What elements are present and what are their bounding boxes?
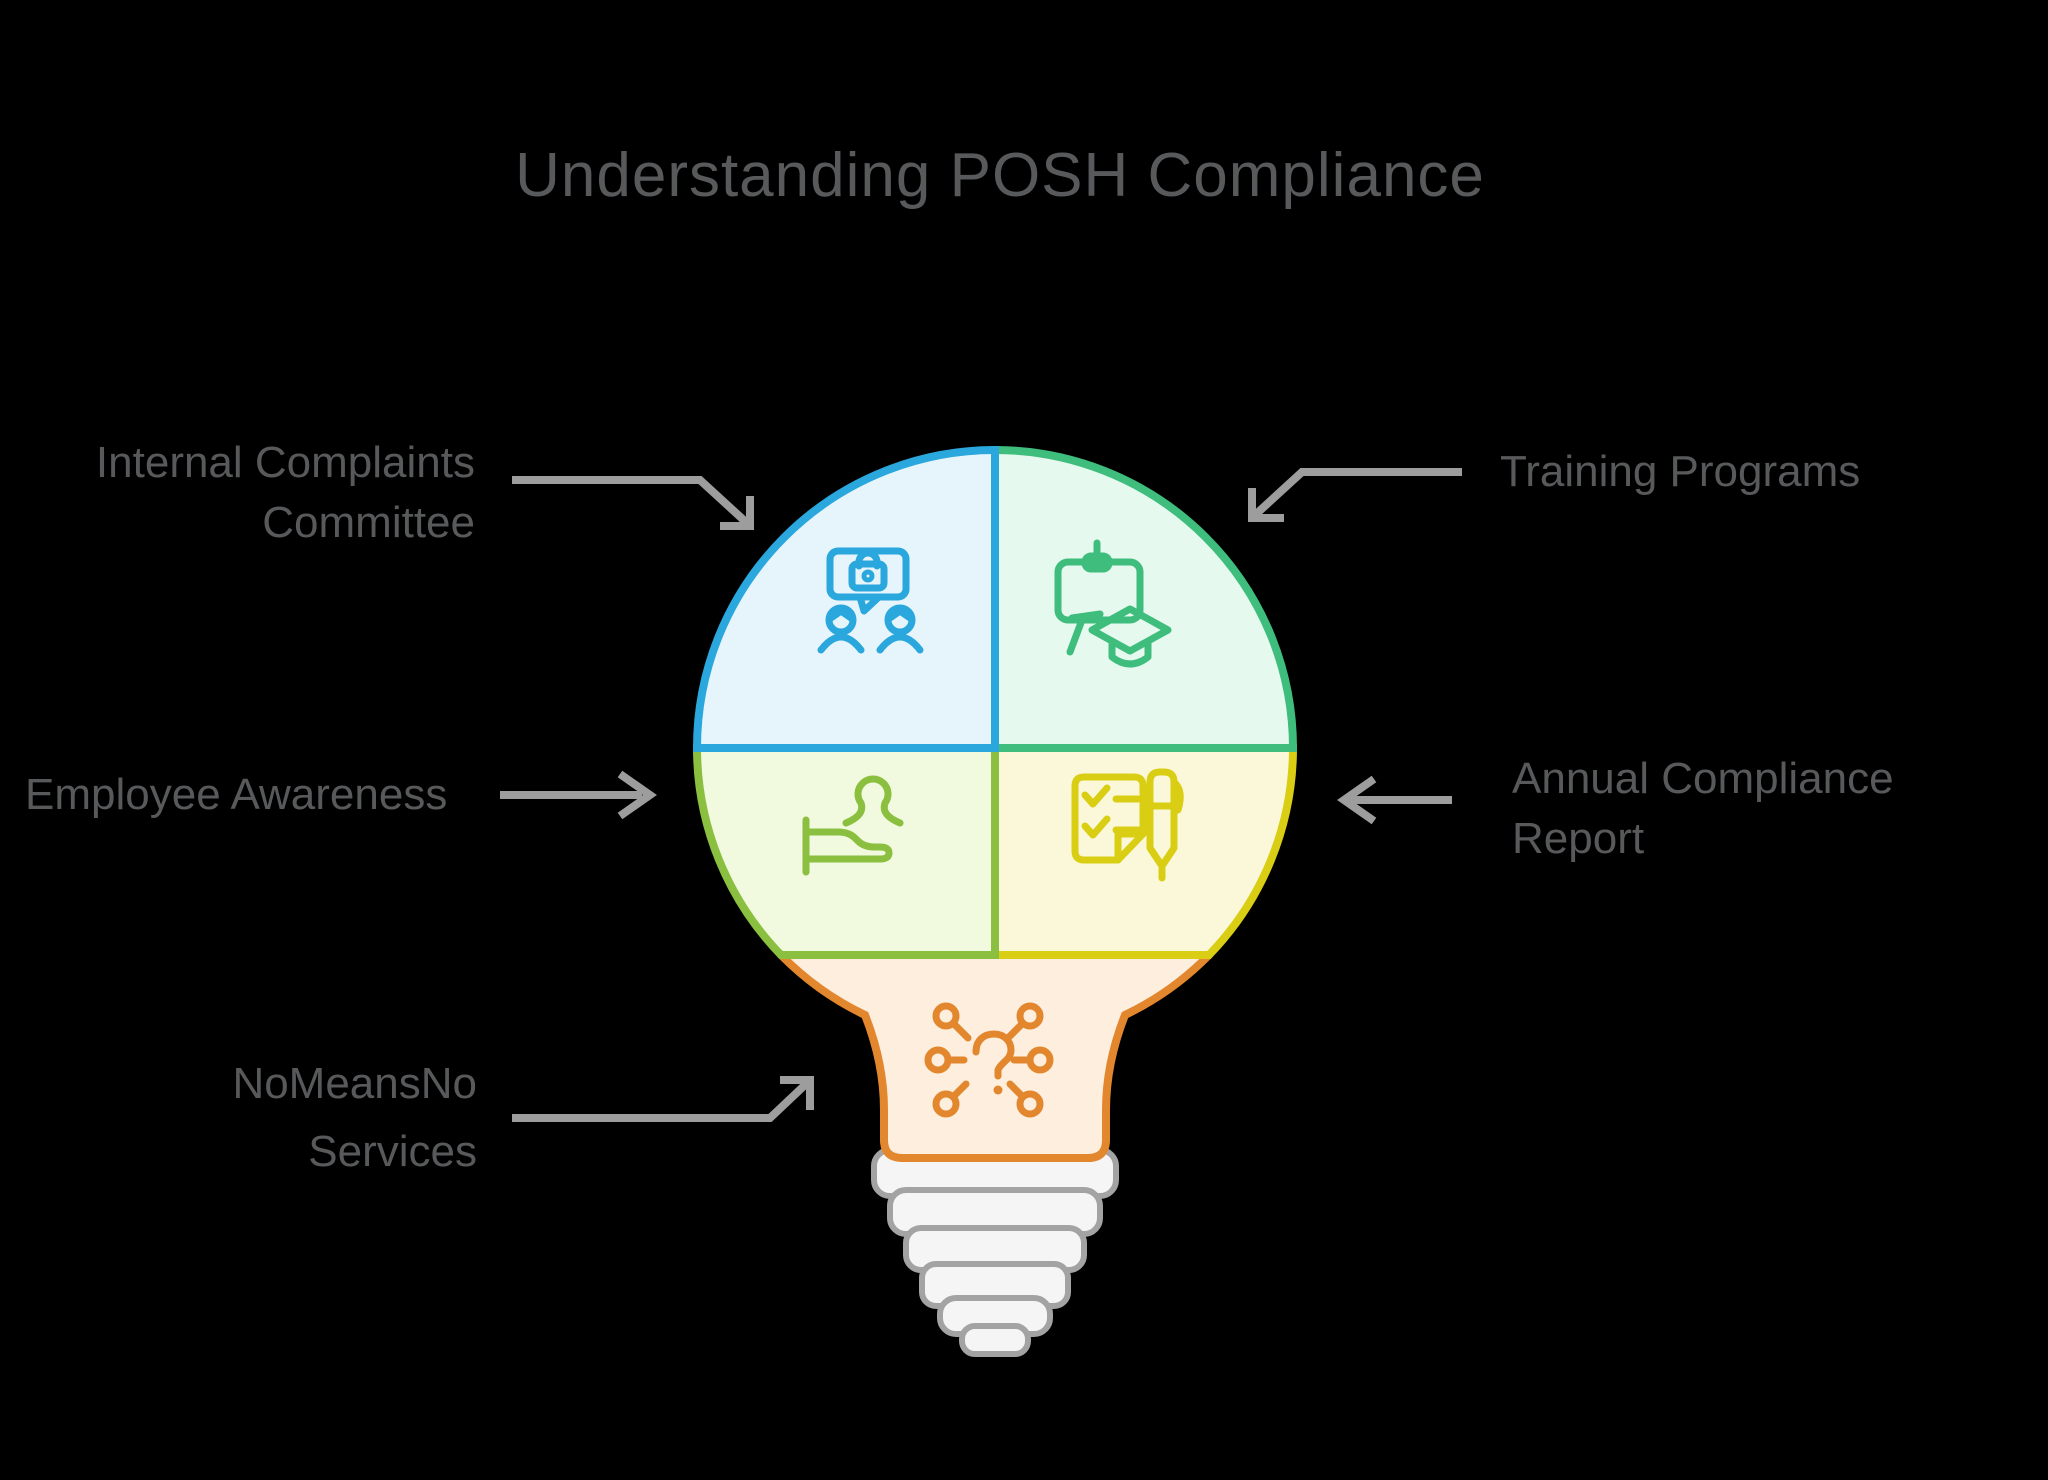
easel-graduation-cap-icon	[1054, 539, 1172, 668]
person-hair	[886, 607, 914, 622]
document	[1071, 773, 1147, 864]
checklist-pen-icon	[1071, 768, 1184, 882]
labels: Internal Complaints Committee Training P…	[25, 438, 1894, 1176]
checkmark	[1081, 815, 1111, 839]
hand-shape	[802, 828, 893, 863]
bulb-screw-base	[871, 1147, 1119, 1357]
training-arrow-shaft	[1251, 468, 1462, 519]
quadrant-bottom-right-shape	[991, 744, 1298, 959]
easel-board	[1054, 558, 1144, 624]
pen-clip	[1170, 778, 1184, 814]
question-dot	[993, 1085, 1003, 1095]
network-link	[950, 1020, 972, 1042]
chat-bubble-tail	[856, 593, 883, 615]
report-arrow-head	[1337, 775, 1377, 825]
network-link	[950, 1080, 970, 1100]
network-node	[932, 1090, 960, 1118]
label-nomeansno-services-line2: Services	[308, 1127, 477, 1176]
committee-chat-lock-icon	[817, 547, 924, 654]
awareness-arrow-head	[617, 770, 657, 820]
quadrant-bottom-left-shape	[692, 744, 999, 959]
quadrant-bottom-left	[692, 744, 999, 959]
network-link	[1004, 1020, 1026, 1042]
bulb-neck-shape	[777, 951, 1213, 1162]
icc-arrow-shaft	[512, 476, 751, 527]
bulb-neck	[777, 951, 1213, 1162]
checkmark	[1081, 784, 1111, 808]
easel-leg	[1066, 616, 1086, 656]
network-node	[932, 1002, 960, 1030]
network-link	[1006, 1080, 1026, 1100]
screw-tip	[959, 1323, 1031, 1357]
document-fold	[1114, 830, 1147, 864]
label-training-programs: Training Programs	[1500, 447, 1860, 496]
lock-keyhole	[861, 569, 875, 583]
arrows	[500, 468, 1462, 1122]
pen-top	[1146, 768, 1178, 810]
person-outline	[842, 775, 904, 827]
lock-shackle	[855, 549, 881, 570]
page-title: Understanding POSH Compliance	[515, 141, 1485, 210]
label-internal-complaints-committee-line2: Committee	[262, 498, 475, 547]
label-annual-compliance-report-line2: Report	[1512, 814, 1644, 863]
person-helping-hand-icon	[802, 775, 904, 876]
label-annual-compliance-report-line1: Annual Compliance	[1512, 754, 1894, 803]
label-internal-complaints-committee-line1: Internal Complaints	[96, 438, 475, 487]
graduation-cap-board	[1088, 605, 1172, 655]
services-arrow-shaft	[512, 1081, 809, 1122]
person-shoulders	[876, 633, 924, 654]
quadrant-top-right-shape	[991, 445, 1298, 752]
quadrant-top-right	[991, 445, 1298, 752]
quadrant-bottom-right	[991, 744, 1298, 959]
services-arrow-head	[780, 1076, 814, 1110]
lock-body	[848, 560, 888, 592]
network-node	[1016, 1002, 1044, 1030]
network-node	[1016, 1090, 1044, 1118]
icc-arrow-head	[720, 496, 754, 530]
label-employee-awareness: Employee Awareness	[25, 770, 447, 819]
training-arrow-head	[1248, 488, 1284, 522]
label-nomeansno-services-line1: NoMeansNo	[232, 1059, 477, 1108]
graduation-cap-base	[1108, 640, 1152, 668]
person-hair	[827, 607, 855, 622]
easel-footbar	[1068, 610, 1104, 622]
person-shoulders	[817, 633, 865, 654]
question-network-icon	[924, 1002, 1054, 1118]
